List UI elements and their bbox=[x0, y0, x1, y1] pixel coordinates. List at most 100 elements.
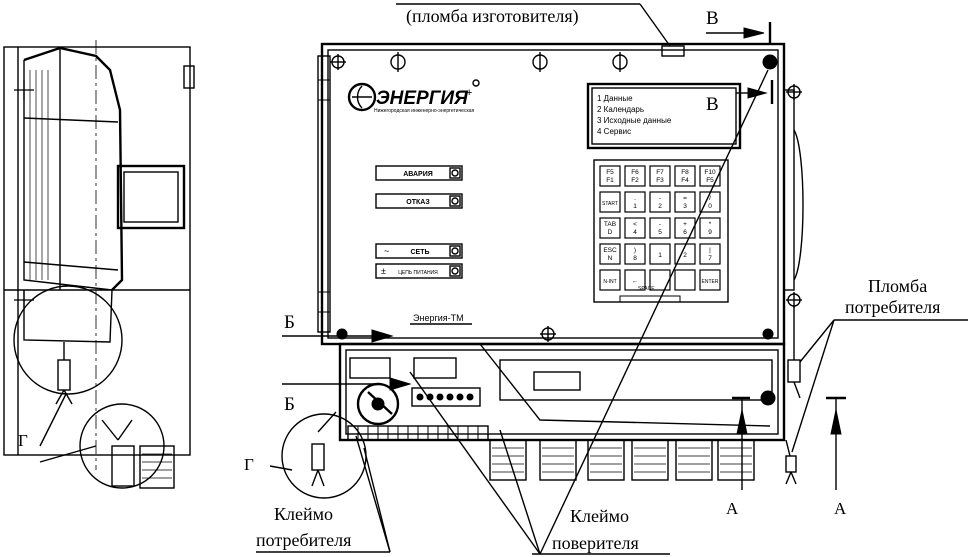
indicator-alarm-label: АВАРИЯ bbox=[403, 171, 433, 178]
keypad-key-label: 0 bbox=[708, 203, 712, 210]
callout-consumer-terminal: Клеймо потребителя bbox=[256, 435, 391, 553]
manufacturer-seal-label: (пломба изготовителя) bbox=[406, 6, 579, 27]
keypad: F5F1F6F2F7F3F8F4F10F5START.1-2=3/0TABD<4… bbox=[593, 159, 729, 303]
keypad-key bbox=[624, 217, 646, 239]
keypad-key bbox=[674, 217, 696, 239]
keypad-key bbox=[699, 165, 721, 187]
keypad-key bbox=[649, 165, 671, 187]
space-key bbox=[619, 295, 681, 303]
keypad-key bbox=[674, 165, 696, 187]
label-b-upper: Б bbox=[284, 312, 295, 333]
indicator-fault: ОТКАЗ bbox=[375, 193, 463, 209]
consumer-seal-line1: Пломба bbox=[868, 276, 927, 296]
verifier-terminal-line2: поверителя bbox=[552, 533, 639, 553]
brand-subtitle: Нижегородская инженерно-энергетическая bbox=[374, 108, 475, 114]
display-line-2: 2 Календарь bbox=[597, 105, 644, 114]
indicator-battery-label: ЦЕПЬ ПИТАНИЯ bbox=[398, 270, 438, 276]
label-v-top: В bbox=[706, 8, 719, 29]
label-g-right: Г bbox=[244, 455, 254, 474]
keypad-key-label: F5 bbox=[606, 169, 614, 176]
section-v-top: В bbox=[706, 8, 772, 44]
side-view: Г bbox=[3, 40, 195, 489]
keypad-key-label: F7 bbox=[656, 169, 664, 176]
keypad-key bbox=[599, 217, 621, 239]
keypad-key-label: | bbox=[709, 247, 711, 254]
keypad-key-label: 5 bbox=[658, 229, 662, 236]
keypad-key bbox=[699, 243, 721, 265]
keypad-key-label: 8 bbox=[633, 255, 637, 262]
keypad-key-label: F10 bbox=[704, 169, 716, 176]
indicator-network-symbol: ~ bbox=[384, 246, 389, 256]
section-a: А А bbox=[726, 396, 847, 518]
verifier-terminal-line1: Клеймо bbox=[570, 506, 629, 526]
keypad-key-label: 6 bbox=[683, 229, 687, 236]
keypad-key-label: F2 bbox=[631, 177, 639, 184]
keypad-key-label: F5 bbox=[706, 177, 714, 184]
label-a-right: А bbox=[834, 499, 847, 518]
keypad-key-label: N-INT bbox=[603, 279, 616, 285]
keypad-key-label: . bbox=[634, 195, 636, 202]
indicator-network-label: СЕТЬ bbox=[410, 249, 429, 256]
label-v-display: В bbox=[706, 94, 719, 115]
top-screws bbox=[390, 45, 685, 72]
keypad-key bbox=[699, 217, 721, 239]
keypad-key bbox=[624, 243, 646, 265]
keypad-key-label: F1 bbox=[606, 177, 614, 184]
keypad-key-label: - bbox=[659, 221, 661, 228]
keypad-key-label: 1 bbox=[633, 203, 637, 210]
keypad-key-label: - bbox=[659, 195, 661, 202]
indicator-alarm: АВАРИЯ bbox=[375, 165, 463, 181]
keypad-key-label: / bbox=[709, 195, 711, 202]
svg-text:+: + bbox=[466, 87, 472, 99]
consumer-seal-line2: потребителя bbox=[845, 297, 940, 317]
keypad-key-label: F8 bbox=[681, 169, 689, 176]
keypad-key bbox=[674, 243, 696, 265]
label-a-left: А bbox=[726, 499, 739, 518]
keypad-key-label: F3 bbox=[656, 177, 664, 184]
cable-gland bbox=[489, 439, 527, 481]
callout-consumer-seal: Пломба потребителя bbox=[791, 276, 968, 453]
keypad-key bbox=[649, 191, 671, 213]
side-enclosure bbox=[3, 46, 191, 456]
keypad-key-label: N bbox=[608, 255, 613, 262]
keypad-key bbox=[674, 269, 696, 291]
cable-gland bbox=[539, 439, 577, 481]
keypad-key-label: F4 bbox=[681, 177, 689, 184]
keypad-key-label: 9 bbox=[708, 229, 712, 236]
cable-gland bbox=[717, 439, 755, 481]
cable-gland bbox=[631, 439, 669, 481]
keypad-key bbox=[599, 269, 621, 291]
keypad-key-label: 2 bbox=[683, 252, 687, 259]
keypad-key bbox=[649, 243, 671, 265]
keypad-key bbox=[599, 243, 621, 265]
consumer-terminal-line2: потребителя bbox=[256, 530, 351, 550]
keypad-key bbox=[699, 269, 721, 291]
side-window bbox=[116, 164, 186, 230]
indicator-battery-symbol: ± bbox=[381, 266, 386, 276]
section-b: Б Б bbox=[282, 312, 412, 415]
keypad-key-label: 2 bbox=[658, 203, 662, 210]
keypad-key bbox=[649, 269, 671, 291]
cable-glands bbox=[489, 439, 755, 481]
keypad-key-label: 3 bbox=[683, 203, 687, 210]
keypad-key-label: TAB bbox=[604, 221, 616, 228]
keypad-key bbox=[599, 191, 621, 213]
detail-circle-g-side bbox=[13, 285, 123, 395]
keypad-key-label: START bbox=[602, 201, 618, 207]
brand-logo: ЭНЕРГИЯ + Нижегородская инженерно-энерге… bbox=[347, 79, 480, 114]
keypad-key bbox=[599, 165, 621, 187]
cable-gland bbox=[587, 439, 625, 481]
terminal-blocks bbox=[347, 357, 776, 441]
display-line-4: 4 Сервис bbox=[597, 127, 631, 136]
consumer-seal-right bbox=[785, 306, 801, 485]
corner-screws bbox=[330, 54, 802, 342]
keypad-key-label: 4 bbox=[633, 229, 637, 236]
space-key-label: SPACE bbox=[638, 286, 655, 292]
keypad-key bbox=[624, 191, 646, 213]
keypad-key-label: = bbox=[683, 195, 687, 202]
keypad-key-label: 1 bbox=[658, 252, 662, 259]
keypad-key-label: ESC bbox=[603, 247, 617, 254]
callout-manufacturer-seal: (пломба изготовителя) bbox=[396, 3, 671, 47]
lcd-display: 1 Данные 2 Календарь 3 Исходные данные 4… bbox=[586, 82, 742, 150]
cable-gland bbox=[675, 439, 713, 481]
